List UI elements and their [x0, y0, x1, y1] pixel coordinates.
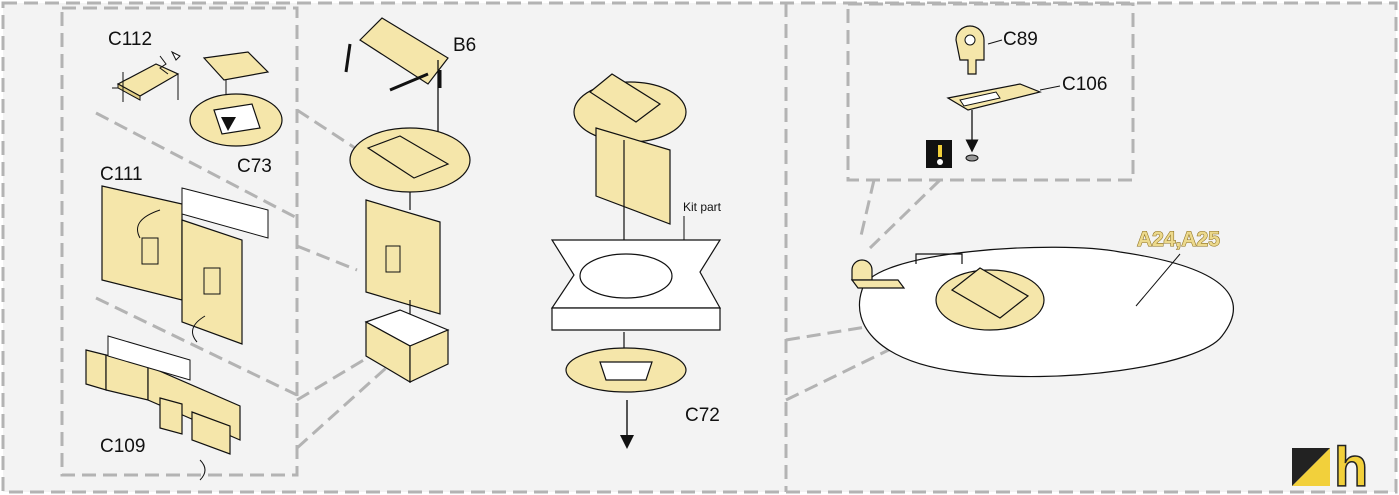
bin-base [364, 309, 450, 384]
part-c109 [85, 335, 241, 481]
label-c72: C72 [685, 405, 720, 426]
part-b6 [344, 17, 449, 92]
part-c72 [565, 347, 687, 393]
part-c89-mounted [850, 259, 906, 289]
label-c106: C106 [1062, 74, 1107, 95]
part-c106 [946, 83, 1042, 111]
logo-icon: h [1292, 434, 1369, 495]
part-c89 [955, 25, 985, 75]
part-c111 [101, 185, 269, 345]
label-c73: C73 [237, 156, 272, 177]
logo-letter: h [1334, 435, 1368, 495]
bin-panel [365, 199, 441, 315]
label-c89: C89 [1003, 29, 1038, 50]
label-a24-a25: A24,A25 [1137, 228, 1220, 251]
hatch-plate [349, 127, 471, 193]
label-b6: B6 [453, 35, 476, 56]
label-c112: C112 [108, 29, 152, 50]
part-c73 [189, 51, 283, 147]
hull-a24-a25 [858, 246, 1234, 378]
label-kit-part: Kit part [683, 200, 722, 214]
label-c111: C111 [100, 164, 143, 185]
drill-hole-icon [926, 140, 952, 168]
kit-part-hull [550, 239, 722, 331]
part-c112 [112, 50, 181, 102]
bending-arrow-icon [112, 55, 179, 102]
label-c109: C109 [100, 436, 145, 457]
assembled-turret [573, 73, 687, 225]
